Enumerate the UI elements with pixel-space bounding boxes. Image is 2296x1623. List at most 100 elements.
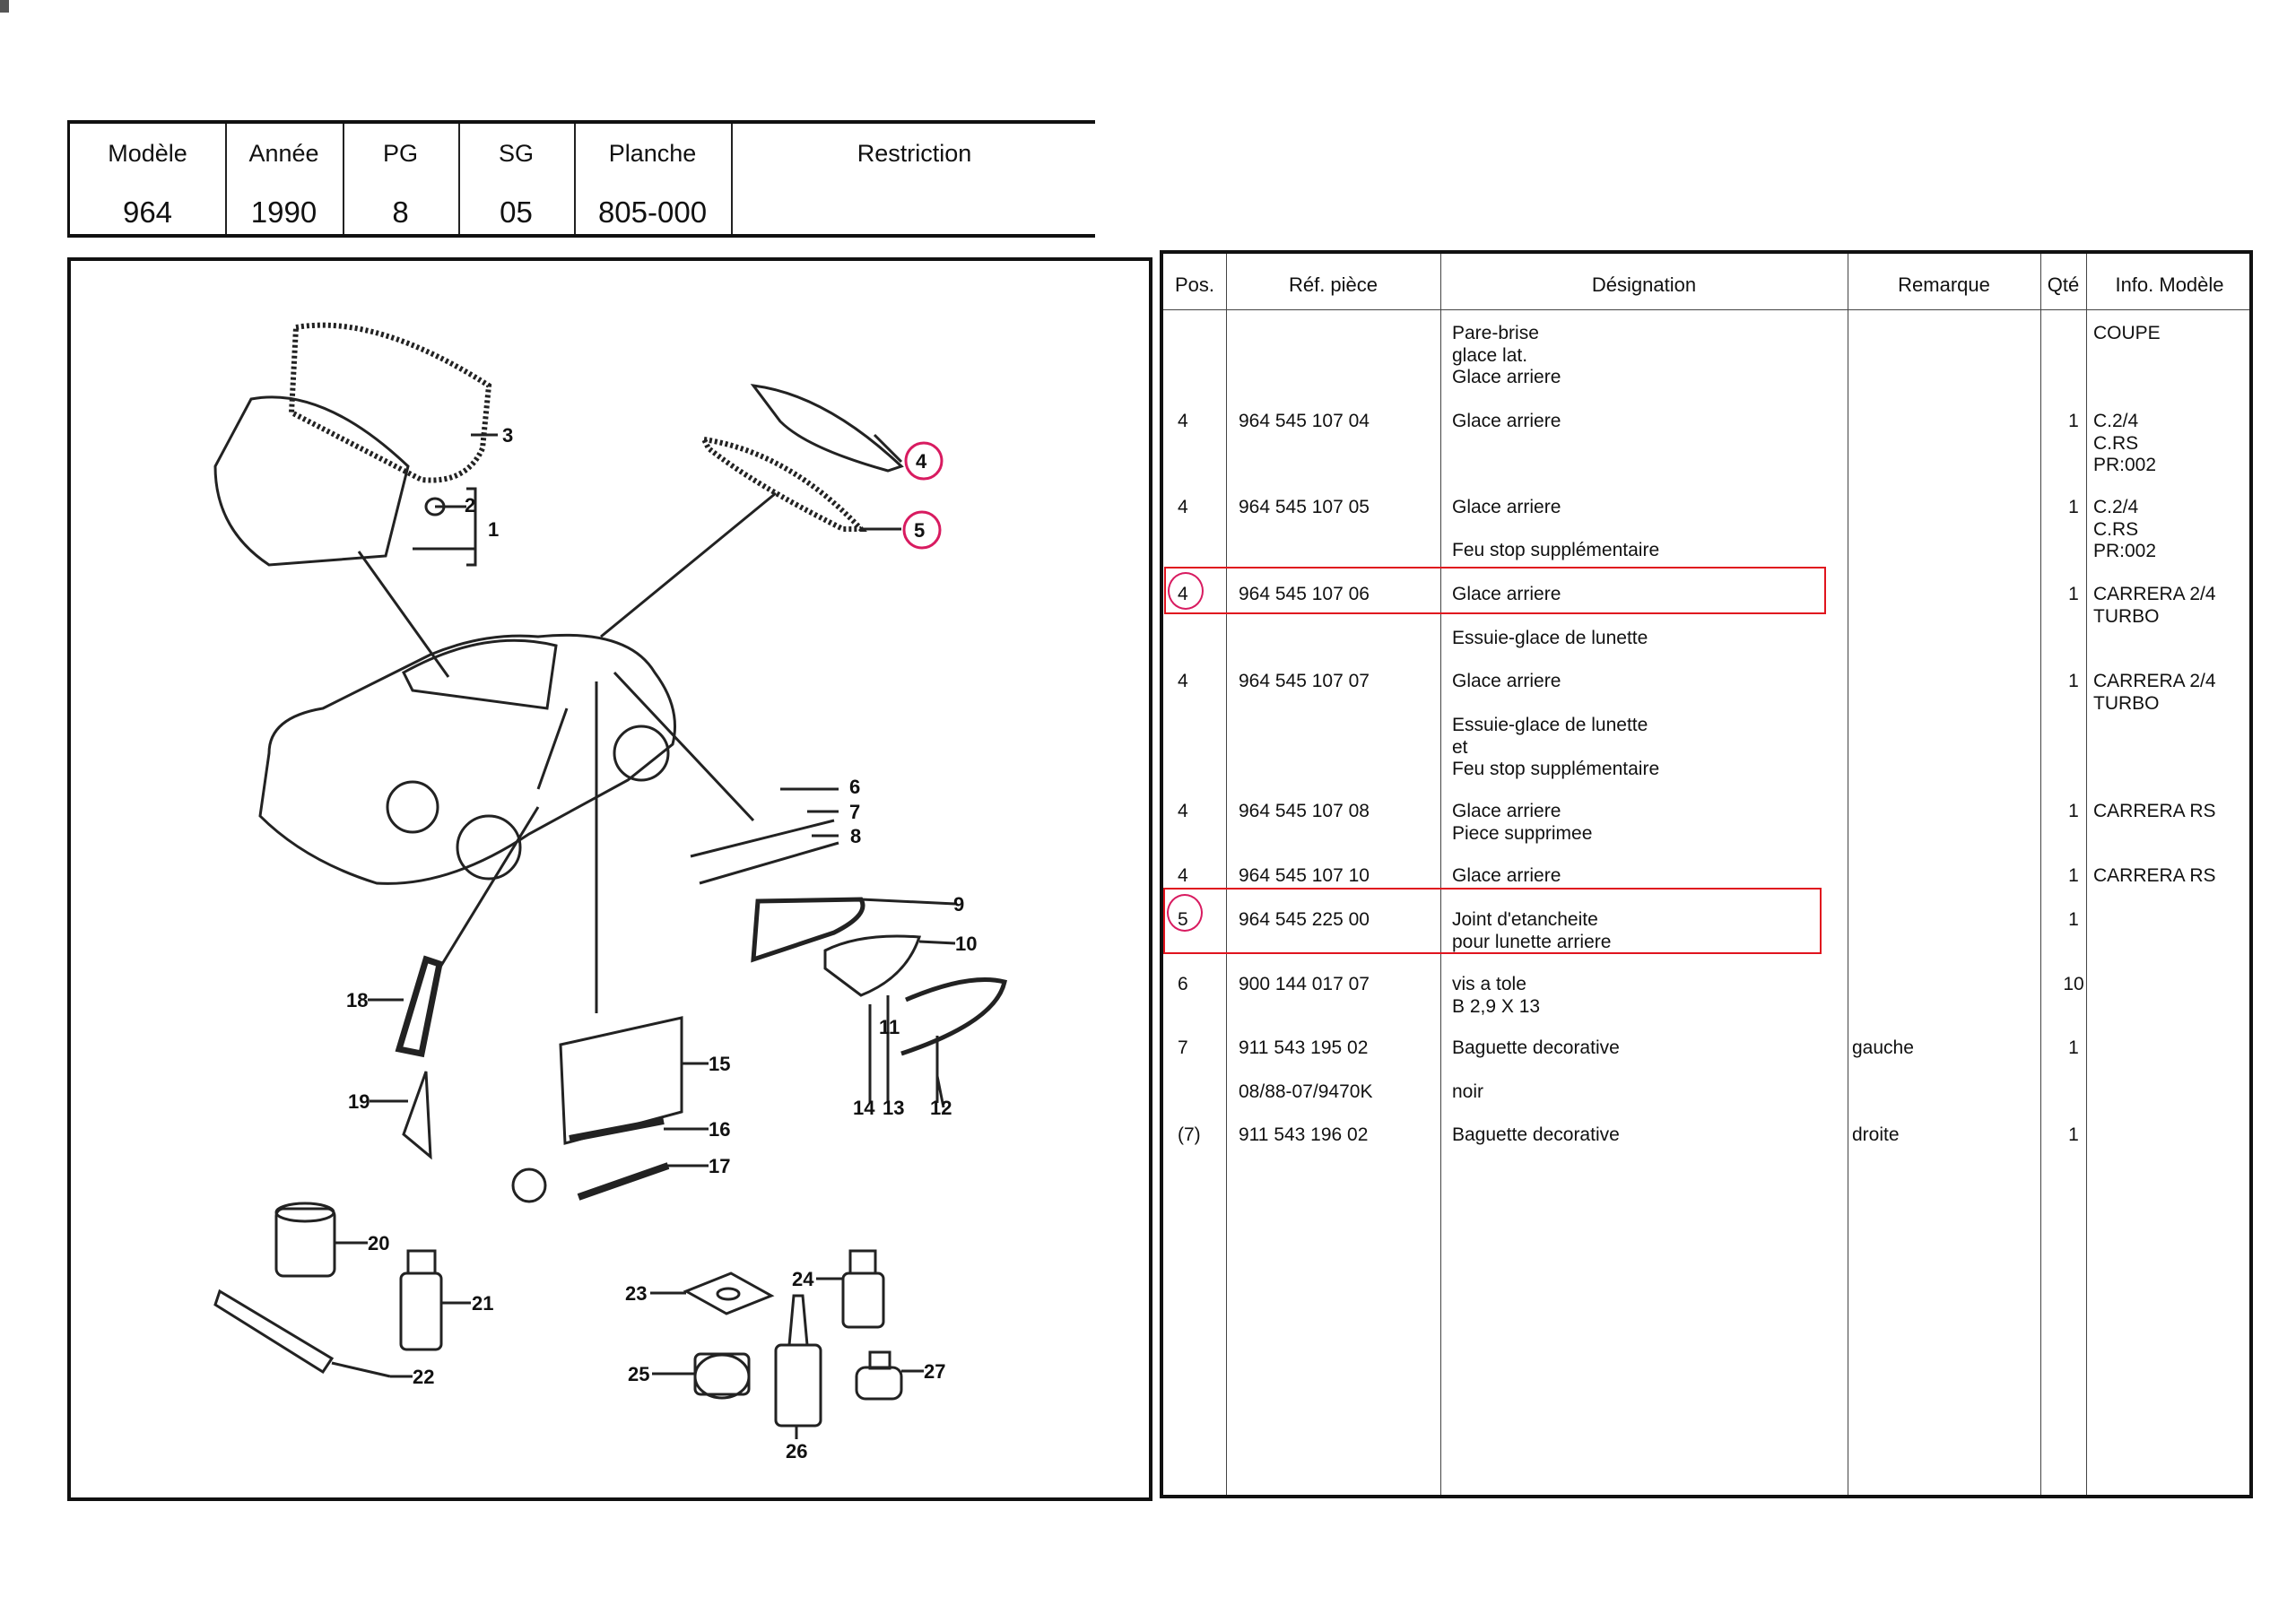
header-label: SG (498, 140, 534, 167)
cell-info: C.2/4 C.RS PR:002 (2093, 411, 2157, 475)
cell-designation: Feu stop supplémentaire (1452, 540, 1660, 560)
callout-14: 14 (853, 1097, 875, 1119)
column-divider (1440, 254, 1441, 1495)
header-label: Année (248, 140, 319, 167)
callout-20: 20 (368, 1232, 389, 1254)
callout-9: 9 (953, 893, 964, 916)
cell-pos: (7) (1178, 1124, 1201, 1145)
cell-qty: 1 (2068, 584, 2079, 604)
header-label: Planche (608, 140, 697, 167)
header-value: 8 (392, 195, 409, 229)
cell-ref: 964 545 107 05 (1239, 497, 1370, 517)
scan-corner-mark (0, 0, 9, 13)
header-value: 1990 (250, 195, 317, 229)
highlight-box-row-4-06 (1164, 567, 1826, 614)
callout-6: 6 (849, 776, 860, 798)
vent-glass-drawing (402, 1071, 432, 1160)
sealant-tube-drawing (213, 1289, 391, 1378)
cell-info: C.2/4 C.RS PR:002 (2093, 497, 2157, 561)
column-header-designation: Désignation (1591, 273, 1697, 296)
cell-ref: 964 545 107 07 (1239, 671, 1370, 691)
callout-27: 27 (924, 1360, 945, 1383)
pos-circle-mark (1167, 894, 1203, 932)
parts-table: Pos. Réf. pièce Désignation Remarque Qté… (1160, 250, 2253, 1498)
cell-info: CARRERA 2/4 TURBO (2093, 671, 2216, 714)
callout-21: 21 (472, 1292, 493, 1315)
header-col-restriction: Restriction (731, 124, 1098, 234)
cell-info: CARRERA RS (2093, 865, 2216, 886)
cell-info: CARRERA 2/4 TURBO (2093, 584, 2216, 627)
cell-designation: Essuie-glace de lunette (1452, 628, 1648, 648)
header-col-annee: Année 1990 (225, 124, 344, 234)
cell-ref: 964 545 225 00 (1239, 909, 1370, 930)
callout-22: 22 (413, 1366, 434, 1388)
header-value: 964 (122, 195, 173, 229)
column-header-pos: Pos. (1174, 273, 1215, 296)
quarter-window-seal-drawing (751, 897, 865, 963)
cell-qty: 1 (2068, 865, 2079, 886)
cell-pos: 4 (1178, 497, 1188, 517)
cell-designation: Glace arriere (1452, 671, 1561, 691)
callout-2: 2 (465, 494, 475, 516)
applicator-pad-drawing (683, 1271, 775, 1315)
cell-designation: Baguette decorative (1452, 1124, 1620, 1145)
rear-window-seal-drawing (699, 436, 867, 532)
header-col-sg: SG 05 (458, 124, 576, 234)
cell-qty: 1 (2068, 1124, 2079, 1145)
windshield-seal-drawing (288, 322, 492, 483)
cell-pos: 4 (1178, 865, 1188, 886)
cell-remarque: gauche (1852, 1037, 1914, 1058)
cell-qty: 1 (2068, 497, 2079, 517)
column-divider (2086, 254, 2087, 1495)
callout-23: 23 (625, 1282, 647, 1305)
header-divider (1163, 309, 2249, 310)
callout-15: 15 (709, 1053, 730, 1075)
vent-seal-drawing (395, 955, 444, 1058)
cell-qty: 1 (2068, 801, 2079, 821)
cell-ref: 911 543 195 02 (1239, 1037, 1369, 1058)
cell-ref: 964 545 107 06 (1239, 584, 1370, 604)
cell-ref: 964 545 107 10 (1239, 865, 1370, 886)
callout-25: 25 (628, 1363, 649, 1385)
cell-info: COUPE (2093, 323, 2161, 343)
car-wheel-back (613, 725, 670, 782)
header-value: 05 (500, 195, 533, 229)
cell-designation: noir (1452, 1081, 1484, 1102)
cell-designation: Pare-brise glace lat. Glace arriere (1452, 323, 1561, 387)
header-table: Modèle 964 Année 1990 PG 8 SG 05 Planche… (67, 120, 1095, 238)
cell-pos: 6 (1178, 974, 1188, 994)
cell-pos: 7 (1178, 1037, 1188, 1058)
cell-ref: 900 144 017 07 (1239, 974, 1370, 994)
exploded-diagram-panel (67, 257, 1152, 1501)
column-divider (1226, 254, 1227, 1495)
header-label: Modèle (108, 140, 187, 167)
cell-ref: 964 545 107 08 (1239, 801, 1370, 821)
cell-qty: 10 (2063, 974, 2084, 994)
cell-designation: Baguette decorative (1452, 1037, 1620, 1058)
car-wheel-front (386, 780, 439, 834)
rear-window-drawing (750, 384, 904, 473)
column-header-remarque: Remarque (1898, 273, 1990, 296)
column-divider (2040, 254, 2041, 1495)
callout-5: 5 (914, 519, 925, 542)
header-label: PG (382, 140, 418, 167)
callout-16: 16 (709, 1118, 730, 1141)
highlight-box-row-5 (1163, 888, 1822, 954)
cell-designation: vis a tole B 2,9 X 13 (1452, 974, 1541, 1017)
callout-17: 17 (709, 1155, 730, 1177)
cell-pos: 4 (1178, 801, 1188, 821)
callout-7: 7 (849, 801, 860, 823)
cell-remarque: droite (1852, 1124, 1900, 1145)
header-col-modele: Modèle 964 (70, 124, 227, 234)
cell-ref: 964 545 107 04 (1239, 411, 1370, 431)
callout-4-circle-mark (904, 441, 944, 481)
header-label: Restriction (857, 140, 972, 167)
cell-qty: 1 (2068, 671, 2079, 691)
car-body-drawing (258, 633, 676, 885)
header-value: 805-000 (597, 195, 708, 229)
cell-pos: 4 (1178, 671, 1188, 691)
bottle-drawing (399, 1271, 443, 1351)
cell-qty: 1 (2068, 1037, 2079, 1058)
